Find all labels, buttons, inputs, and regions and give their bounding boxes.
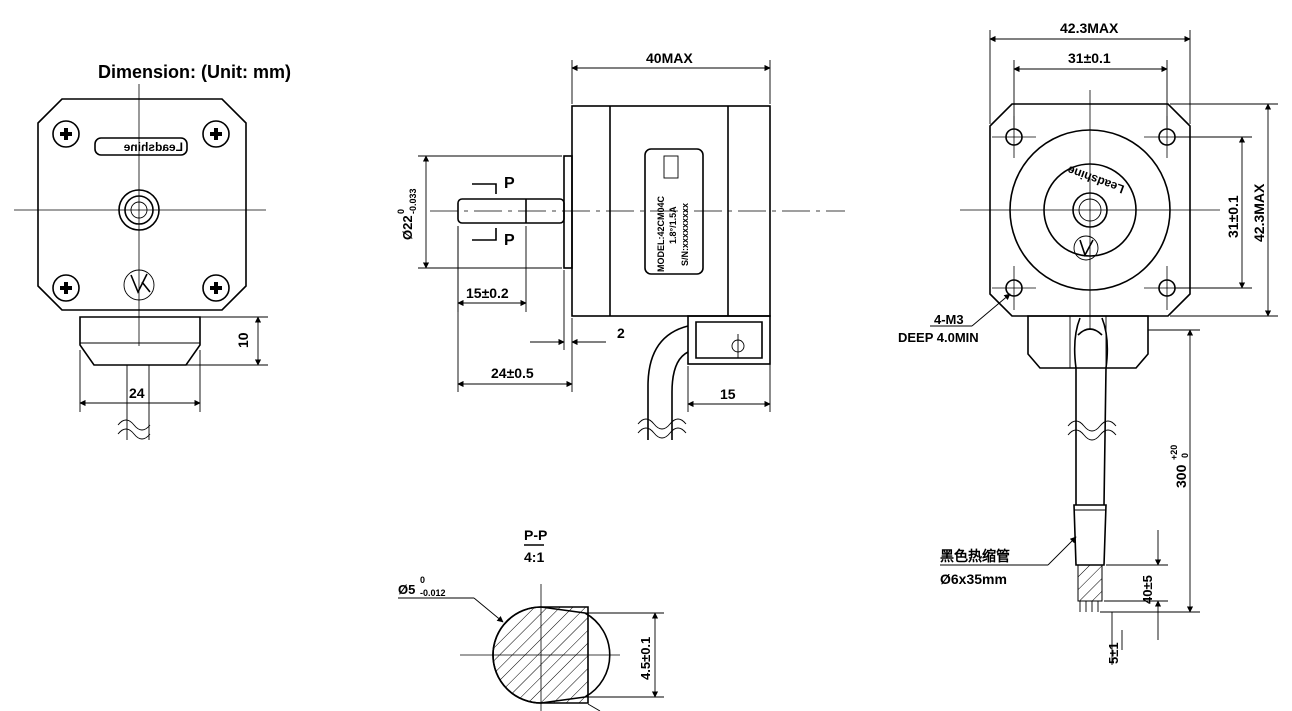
dim-lead-tol-upper: +20 <box>1169 445 1179 460</box>
dim-flat-height: 4.5±0.1 <box>638 637 653 680</box>
drawing-title: Dimension: (Unit: mm) <box>98 62 291 82</box>
section-title: P-P <box>524 527 547 543</box>
sleeve-size: Ø6x35mm <box>940 571 1007 587</box>
dim-lead-tol-lower: 0 <box>1180 453 1190 458</box>
dim-strip-length: 40±5 <box>1140 575 1155 604</box>
ground-logo-icon <box>1073 235 1099 261</box>
screw-icon <box>52 120 80 148</box>
side-view: P P MODEL:42CM04C 1.8°/1.5A S/N:xxxxxxxx… <box>396 50 845 440</box>
dim-mount-depth: DEEP 4.0MIN <box>898 330 979 345</box>
rear-brand-label: Leadshine <box>1065 163 1126 197</box>
dim-body-length: 40MAX <box>646 50 693 66</box>
ground-logo-icon <box>123 269 155 301</box>
section-view: P-P 4:1 4.5±0.1 Ø5 0 -0.012 <box>398 527 664 711</box>
front-view: Leadshine 10 24 <box>14 84 268 440</box>
dim-hole-spacing-h: 31±0.1 <box>1068 50 1111 66</box>
dim-flat-length: 15±0.2 <box>466 285 509 301</box>
section-scale: 4:1 <box>524 549 544 565</box>
mount-hole-icon <box>1005 279 1023 297</box>
rear-view: Leadshine 42.3MAX 31±0.1 <box>898 20 1278 665</box>
dim-overall-height: 42.3MAX <box>1251 183 1267 242</box>
dim-shaft-length: 24±0.5 <box>491 365 534 381</box>
screw-icon <box>202 274 230 302</box>
dim-pilot-tol-upper: 0 <box>396 209 406 214</box>
dim-pilot-diameter: Ø22 <box>400 215 415 240</box>
dim-shaft-diameter: Ø5 <box>398 582 415 597</box>
section-mark-top: P <box>504 175 515 192</box>
dim-mount-holes: 4-M3 <box>934 312 964 327</box>
dim-flange-thickness: 2 <box>617 325 625 341</box>
dim-overall-width: 42.3MAX <box>1060 20 1119 36</box>
mount-hole-icon <box>1005 128 1023 146</box>
sleeve-label: 黑色热缩管 <box>940 548 1010 564</box>
label-rating: 1.8°/1.5A <box>668 206 678 244</box>
dim-lead-length: 300 <box>1173 464 1189 488</box>
section-mark-bottom: P <box>504 232 515 249</box>
label-serial: S/N:xxxxxxxxx <box>680 203 690 266</box>
dim-tin-length: 5±1 <box>1106 642 1121 664</box>
label-model: MODEL:42CM04C <box>656 195 666 272</box>
brand-label: Leadshine <box>123 140 183 154</box>
dim-shaft-tol-upper: 0 <box>420 575 425 585</box>
dim-front-height: 10 <box>235 332 251 348</box>
dim-connector-width: 15 <box>720 386 736 402</box>
dim-pilot-tol-lower: -0.033 <box>408 188 418 214</box>
screw-icon <box>202 120 230 148</box>
dim-front-width: 24 <box>129 385 145 401</box>
dim-shaft-tol-lower: -0.012 <box>420 588 446 598</box>
dim-hole-spacing-v: 31±0.1 <box>1225 195 1241 238</box>
screw-icon <box>52 274 80 302</box>
